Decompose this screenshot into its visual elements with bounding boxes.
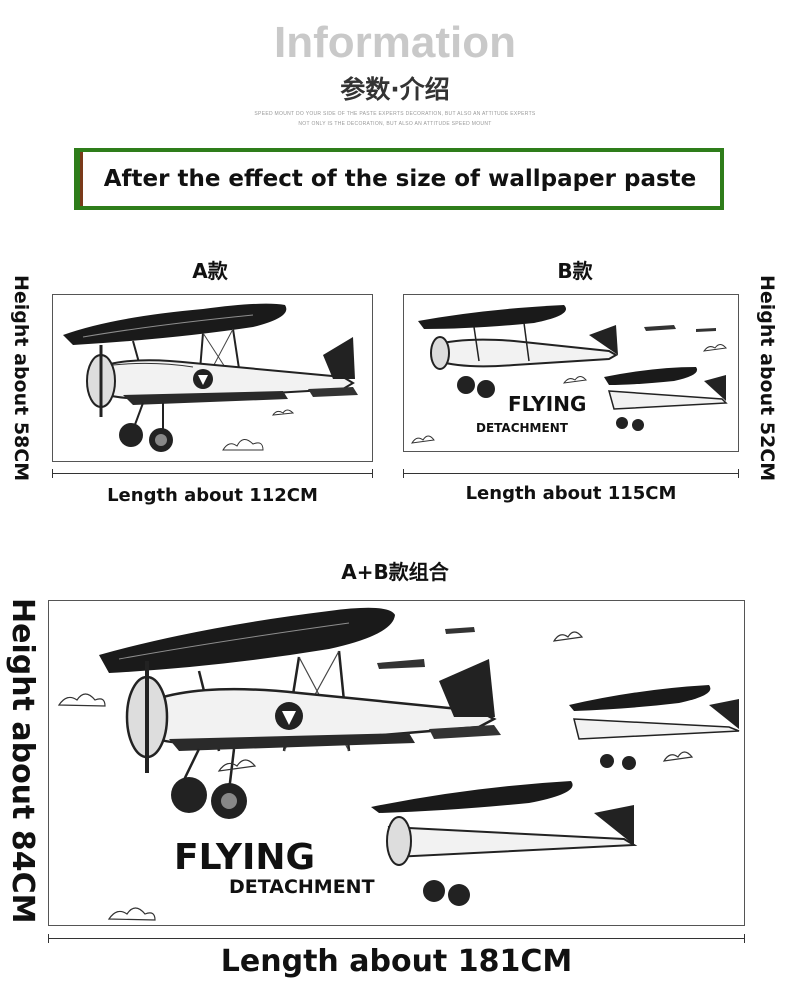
- variant-b-length: Length about 115CM: [465, 483, 677, 504]
- combo-length: Length about 181CM: [220, 944, 573, 979]
- biplane-illustration-combo: FLYING DETACHMENT: [57, 607, 740, 921]
- size-banner: After the effect of the size of wallpape…: [74, 148, 724, 210]
- variant-b-label: B款: [557, 259, 593, 283]
- biplane-illustration-b: FLYING DETACHMENT: [411, 305, 728, 444]
- variant-a-artwork: [52, 294, 373, 462]
- tagline-2: NOT ONLY IS THE DECORATION, BUT ALSO AN …: [298, 121, 492, 127]
- variant-a-height: Height about 58CM: [10, 275, 32, 482]
- banner-accent: [80, 152, 83, 206]
- combo-artwork: FLYING DETACHMENT: [48, 600, 745, 926]
- combo-art-line-2: DETACHMENT: [229, 876, 375, 898]
- tagline-1: SPEED MOUNT DO YOUR SIDE OF THE PASTE EX…: [254, 111, 536, 117]
- variant-b-tick-left: [403, 469, 404, 478]
- combo-height: Height about 84CM: [5, 598, 40, 924]
- variant-b-artwork: FLYING DETACHMENT: [403, 294, 739, 452]
- variant-b-length-line: [403, 473, 739, 474]
- variant-a-label: A款: [192, 259, 228, 283]
- banner-text: After the effect of the size of wallpape…: [103, 166, 697, 192]
- variant-b-height: Height about 52CM: [756, 275, 778, 482]
- variant-b-tick-right: [738, 469, 739, 478]
- info-subtitle: 参数·介绍: [340, 75, 450, 104]
- variant-a-tick-left: [52, 469, 53, 478]
- variant-a-length: Length about 112CM: [107, 485, 318, 506]
- combo-tick-left: [48, 934, 49, 943]
- variant-b-art-line-2: DETACHMENT: [476, 421, 569, 435]
- combo-tick-right: [744, 934, 745, 943]
- variant-b-art-line-1: FLYING: [508, 392, 586, 416]
- biplane-illustration-a: [63, 303, 358, 452]
- variant-a-tick-right: [372, 469, 373, 478]
- combo-label: A+B款组合: [341, 560, 449, 584]
- combo-art-line-1: FLYING: [174, 837, 315, 878]
- info-title: Information: [274, 18, 516, 67]
- variant-a-length-line: [52, 473, 373, 474]
- combo-length-line: [48, 938, 745, 939]
